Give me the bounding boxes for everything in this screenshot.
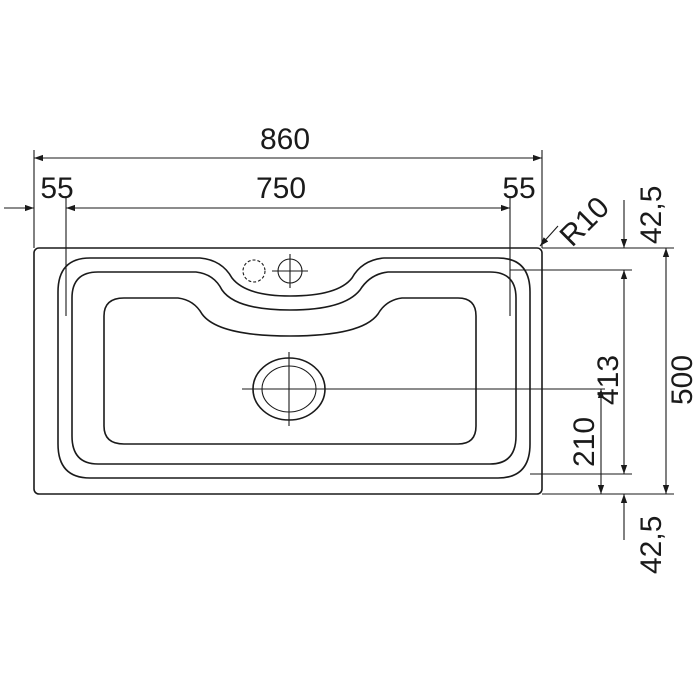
- label-overall-depth: 500: [666, 355, 699, 405]
- dim-line-corner-radius: [539, 225, 559, 247]
- bowl-inner-outline: [71, 271, 517, 465]
- sink-outer-outline: [33, 247, 543, 495]
- label-corner-radius: R10: [554, 191, 616, 253]
- label-left-offset: 55: [40, 172, 73, 205]
- label-bowl-depth: 413: [592, 355, 625, 405]
- label-bowl-width: 750: [256, 172, 306, 205]
- label-drain-offset: 210: [568, 417, 601, 467]
- bowl-basin-floor: [103, 297, 477, 445]
- label-bottom-edge: 42,5: [635, 516, 668, 574]
- tap-hole-optional: [242, 259, 266, 283]
- label-overall-width: 860: [260, 123, 310, 156]
- label-top-edge: 42,5: [635, 186, 668, 244]
- bowl-rim-outline: [57, 257, 531, 479]
- label-right-offset: 55: [502, 172, 535, 205]
